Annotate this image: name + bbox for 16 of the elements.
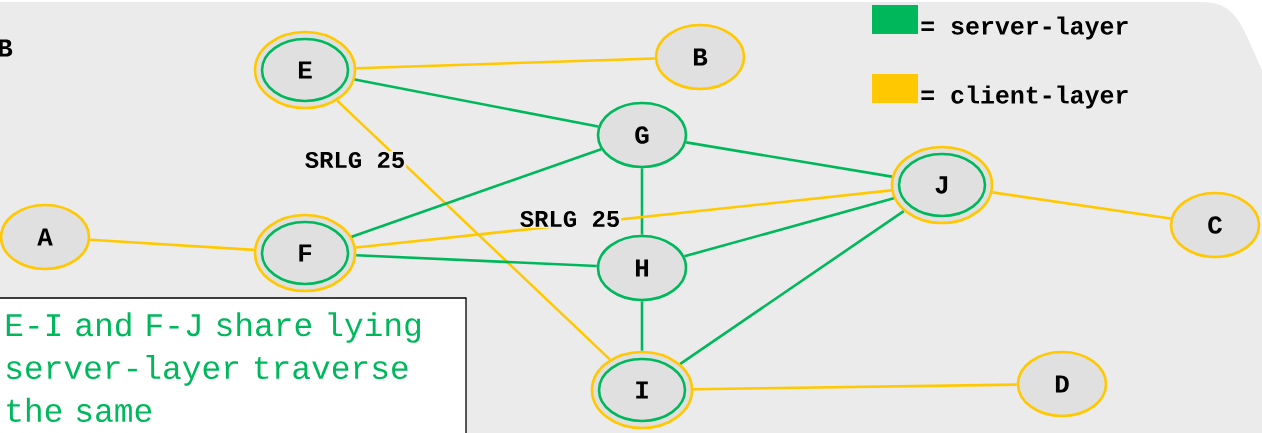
connector-line [90, 238, 254, 252]
legend-label: = server-layer [921, 16, 1128, 40]
connector-line [356, 253, 597, 268]
connector-line [640, 168, 644, 235]
connector-line [356, 57, 655, 70]
connector-line [354, 78, 599, 128]
connector-line [684, 197, 895, 258]
connector-line [992, 191, 1171, 220]
connector-line [685, 141, 893, 178]
connector-line [336, 99, 611, 361]
connector-line [693, 383, 1017, 391]
legend-label: = client-layer [921, 85, 1128, 109]
connector-line [351, 148, 602, 238]
note-box: E-I and F-J share lying server-layer traverse the same [0, 297, 467, 433]
connector-line [679, 210, 905, 365]
connector-line [640, 301, 644, 351]
